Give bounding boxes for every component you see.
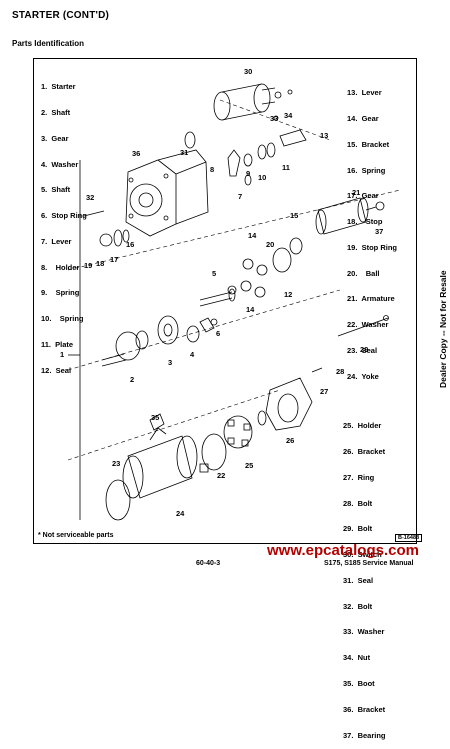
legend-item: 1. Starter [41,82,76,92]
yoke-part [122,427,198,499]
callout-label: 16 [126,240,134,249]
legend-item: 20. Ball [347,268,380,278]
callout-label: 33 [270,114,278,123]
legend-item: 6. Stop Ring [41,211,87,221]
callout-label: 31 [180,148,188,157]
side-note-text: Dealer Copy -- Not for Resale [438,270,448,388]
manual-model: S175, S185 Service Manual [324,560,414,567]
rear-bracket [265,377,313,431]
callout-label: 15 [290,211,298,220]
legend-item: 24. Yoke [347,371,379,381]
legend-item: 12. Seal [41,365,72,375]
callout-label: 19 [84,261,92,270]
legend-item: 4. Washer [41,159,79,169]
legend-item: 11. Plate [41,340,74,349]
legend-item: 13. Lever [347,88,382,98]
callout-label: 27 [320,387,328,396]
legend-item: 30. Switch [343,550,382,560]
callout-label: 35 [151,413,159,422]
callout-label: 32 [86,193,94,202]
callout-label: 8 [210,165,214,174]
figure-id: B-16488 [395,534,423,542]
legend-item: 18. Stop [347,217,383,227]
callout-label: 10 [258,173,266,182]
legend-item: 14. Gear [347,113,379,123]
legend-item: 32. Bolt [343,601,373,611]
legend-item: 37. Bearing [343,730,386,740]
callout-label: 7 [238,192,242,201]
callout-label: 1 [60,350,64,359]
section-subtitle: Parts Identification [12,39,85,48]
legend-item: 21. Armature [347,294,395,304]
callout-label: 14 [248,231,257,240]
legend-item: 33. Washer [343,627,385,637]
callout-label: 4 [190,350,195,359]
bracket-housing [125,149,209,237]
callout-label: 11 [282,163,290,172]
callout-label: 22 [217,471,225,480]
callout-label: 21 [352,188,360,197]
legend-item: 7. Lever [41,236,72,246]
legend-item: 3. Gear [41,133,69,143]
legend-item: 36. Bracket [343,704,386,714]
legend-item: 19. Stop Ring [347,242,398,252]
lever-part [279,129,307,147]
armature-part [315,197,385,235]
legend-item: 35. Boot [343,679,375,688]
legend-item: 15. Bracket [347,139,390,149]
callout-label: 2 [130,375,134,384]
legend-item: 8. Holder [41,262,80,272]
legend-item: 29. Bolt [343,524,373,534]
callout-label: 13 [320,131,328,140]
switch-part [213,83,293,121]
callout-label: 28 [336,367,344,376]
callout-label: 9 [246,169,250,178]
shaft-part [101,330,149,367]
callout-label: 18 [96,259,104,268]
legend-item: 27. Ring [343,472,375,482]
legend-item: 23. Seal [347,346,378,355]
callout-label: 24 [176,509,185,518]
page-title: STARTER (CONT'D) [12,10,110,21]
callout-label: 25 [245,461,253,470]
legend-item: 28. Bolt [343,498,373,508]
callout-label: 5 [212,269,216,278]
page-number: 60-40-3 [196,560,221,567]
callout-label: 3 [168,358,172,367]
diagram-frame [33,58,417,544]
brush-holder [223,415,253,449]
callout-label: 37 [375,227,383,236]
callout-label: 26 [286,436,294,445]
legend-item: 2. Shaft [41,107,71,117]
legend-item: 26. Bracket [343,446,386,456]
legend-item: 31. Seal [343,575,374,585]
callout-label: 14 [246,305,255,314]
callout-label: 12 [284,290,292,299]
legend-item: 10. Spring [41,314,84,324]
side-note: Dealer Copy -- Not for Resale [428,228,448,388]
legend-item: 25. Holder [343,421,382,431]
callout-label: 6 [216,329,220,338]
legend-item: 9. Spring [41,288,80,298]
callout-label: 30 [244,67,252,76]
legend-item: 17. Gear [347,191,379,201]
legend-item: 34. Nut [343,653,371,663]
callout-label: 34 [284,111,293,120]
legend-item: 16. Spring [347,165,386,175]
legend-item: 5. Shaft [41,185,71,195]
callout-label: 29 [360,345,368,354]
callout-label: 20 [266,240,274,249]
parts-legend-left: 1. Starter 2. Shaft 3. Gear 4. Washer 5.… [41,66,87,384]
callout-label: 23 [112,459,120,468]
callout-label: 17 [110,255,118,264]
exploded-parts-diagram: 1 2 3 4 5 6 7 8 9 10 11 12 13 14 14 15 1… [60,67,401,521]
legend-item: 22. Washer [347,320,389,330]
watermark: www.epcatalogs.com [267,542,419,559]
callout-label: 36 [132,149,140,158]
parts-legend-right: 13. Lever 14. Gear 15. Bracket 16. Sprin… [347,72,397,390]
footnote: * Not serviceable parts [38,532,114,539]
